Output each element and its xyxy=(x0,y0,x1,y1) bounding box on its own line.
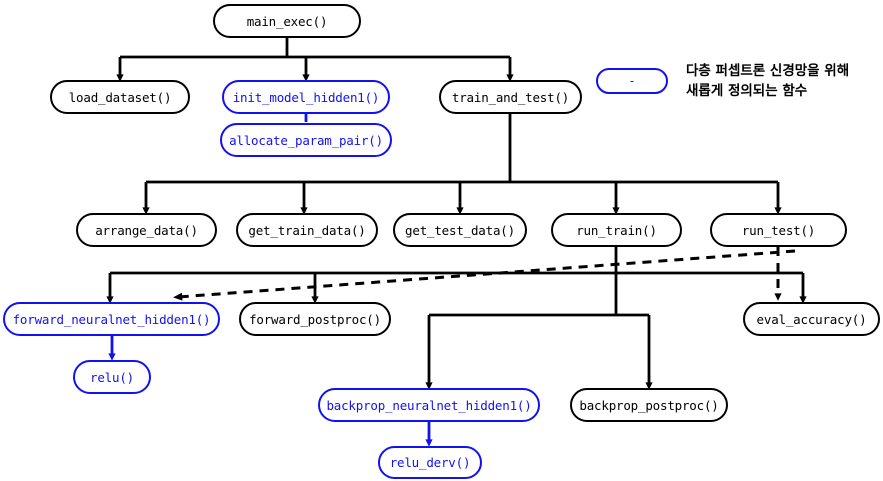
node-forward_postproc[interactable]: forward_postproc() xyxy=(239,302,391,336)
node-forward_neuralnet_hidden1[interactable]: forward_neuralnet_hidden1() xyxy=(3,302,220,336)
node-label: eval_accuracy() xyxy=(756,311,867,327)
node-label: forward_neuralnet_hidden1() xyxy=(12,311,211,327)
node-label: main_exec() xyxy=(246,13,328,29)
node-backprop_postproc[interactable]: backprop_postproc() xyxy=(570,388,728,422)
node-relu_derv[interactable]: relu_derv() xyxy=(378,446,482,479)
node-label: load_dataset() xyxy=(68,89,172,105)
node-relu[interactable]: relu() xyxy=(73,360,151,394)
node-label: run_train() xyxy=(576,222,657,238)
node-run_test[interactable]: run_test() xyxy=(710,213,847,247)
node-allocate_param_pair[interactable]: allocate_param_pair() xyxy=(220,123,392,157)
node-train_and_test[interactable]: train_and_test() xyxy=(439,80,582,114)
node-label: run_test() xyxy=(741,222,816,238)
node-label: allocate_param_pair() xyxy=(229,132,383,148)
node-label: relu() xyxy=(90,369,134,385)
node-main_exec[interactable]: main_exec() xyxy=(213,4,361,38)
node-label: arrange_data() xyxy=(95,222,198,238)
node-get_train_data[interactable]: get_train_data() xyxy=(236,213,378,247)
legend-description: 다층 퍼셉트론 신경망을 위해 새롭게 정의되는 함수 xyxy=(686,63,850,99)
node-label: relu_derv() xyxy=(389,455,471,470)
node-arrange_data[interactable]: arrange_data() xyxy=(76,213,217,247)
node-load_dataset[interactable]: load_dataset() xyxy=(50,80,190,114)
node-run_train[interactable]: run_train() xyxy=(551,213,682,247)
node-init_model_hidden1[interactable]: init_model_hidden1() xyxy=(222,80,390,114)
legend-swatch: - xyxy=(596,68,668,94)
node-label: train_and_test() xyxy=(451,89,570,105)
node-label: backprop_neuralnet_hidden1() xyxy=(326,397,532,413)
legend-swatch-label: - xyxy=(628,74,636,88)
node-backprop_neuralnet_hidden1[interactable]: backprop_neuralnet_hidden1() xyxy=(318,388,540,422)
node-label: backprop_postproc() xyxy=(579,397,719,413)
node-get_test_data[interactable]: get_test_data() xyxy=(393,213,527,247)
node-label: forward_postproc() xyxy=(249,311,381,327)
node-label: get_test_data() xyxy=(405,222,515,238)
node-label: get_train_data() xyxy=(248,222,366,238)
node-label: init_model_hidden1() xyxy=(232,89,380,105)
node-eval_accuracy[interactable]: eval_accuracy() xyxy=(743,302,880,336)
edge-run-test-to-forward-neuralnet-dashed xyxy=(173,249,796,301)
